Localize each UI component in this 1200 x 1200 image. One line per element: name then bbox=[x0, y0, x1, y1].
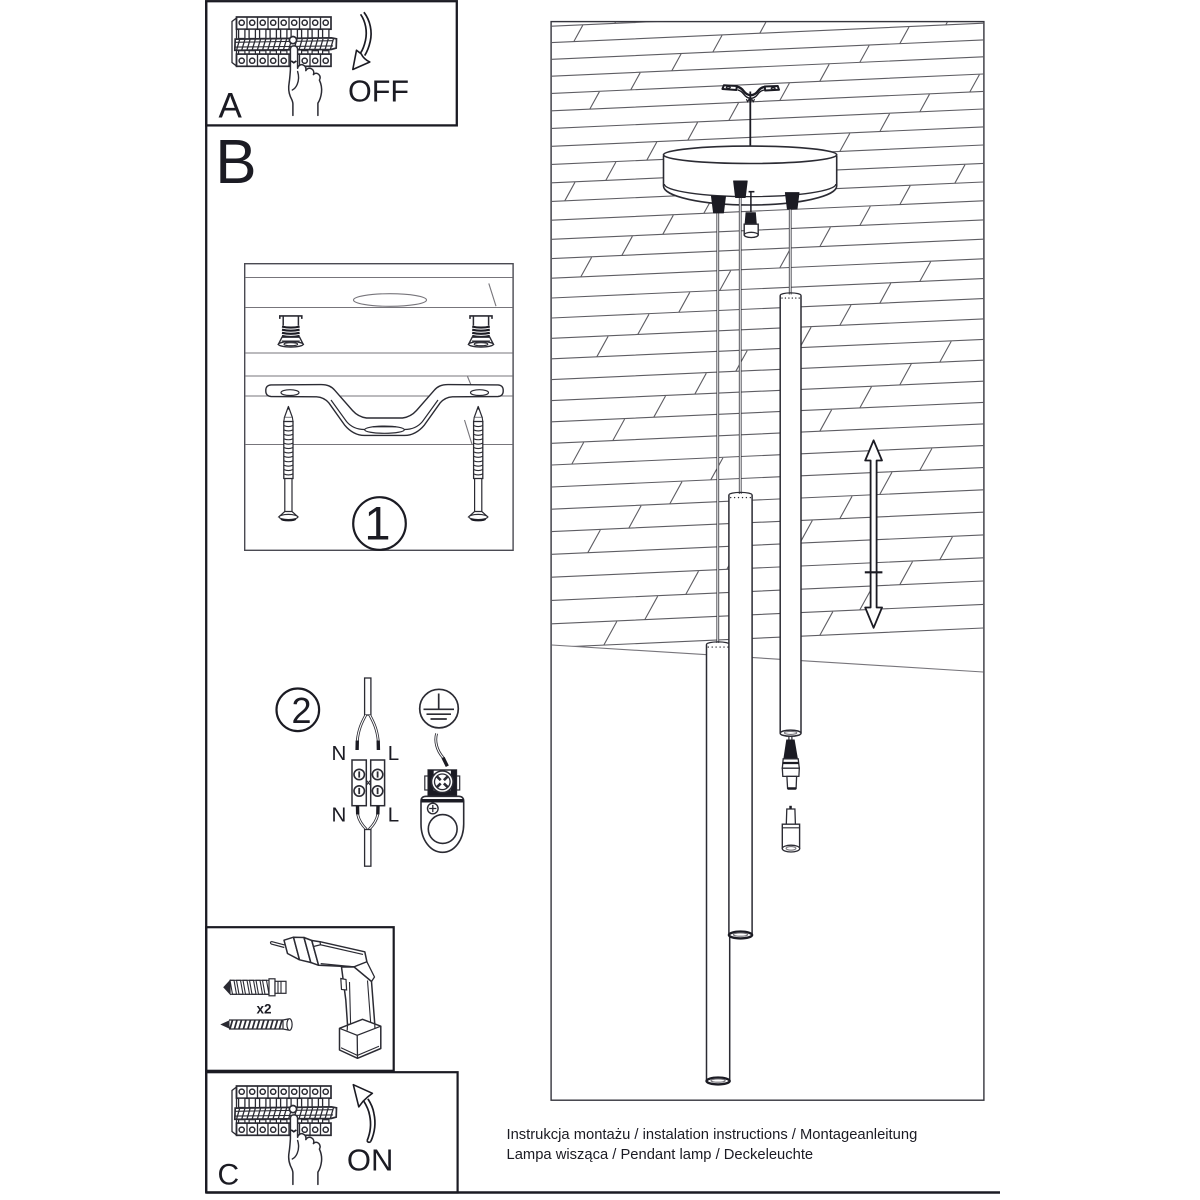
svg-text:2: 2 bbox=[291, 690, 311, 731]
svg-text:N: N bbox=[332, 742, 347, 765]
svg-text:x2: x2 bbox=[257, 1002, 272, 1017]
svg-text:C: C bbox=[218, 1159, 240, 1192]
svg-text:A: A bbox=[219, 87, 243, 126]
svg-text:ON: ON bbox=[347, 1143, 394, 1178]
svg-text:N: N bbox=[332, 803, 347, 826]
svg-text:L: L bbox=[388, 803, 399, 826]
svg-text:B: B bbox=[215, 128, 256, 197]
svg-text:OFF: OFF bbox=[348, 75, 409, 109]
svg-text:Instrukcja montażu / instalati: Instrukcja montażu / instalation instruc… bbox=[507, 1127, 918, 1143]
svg-text:Lampa wisząca / Pendant lamp /: Lampa wisząca / Pendant lamp / Deckeleuc… bbox=[507, 1147, 814, 1163]
svg-text:1: 1 bbox=[364, 496, 390, 549]
svg-text:L: L bbox=[388, 742, 399, 765]
